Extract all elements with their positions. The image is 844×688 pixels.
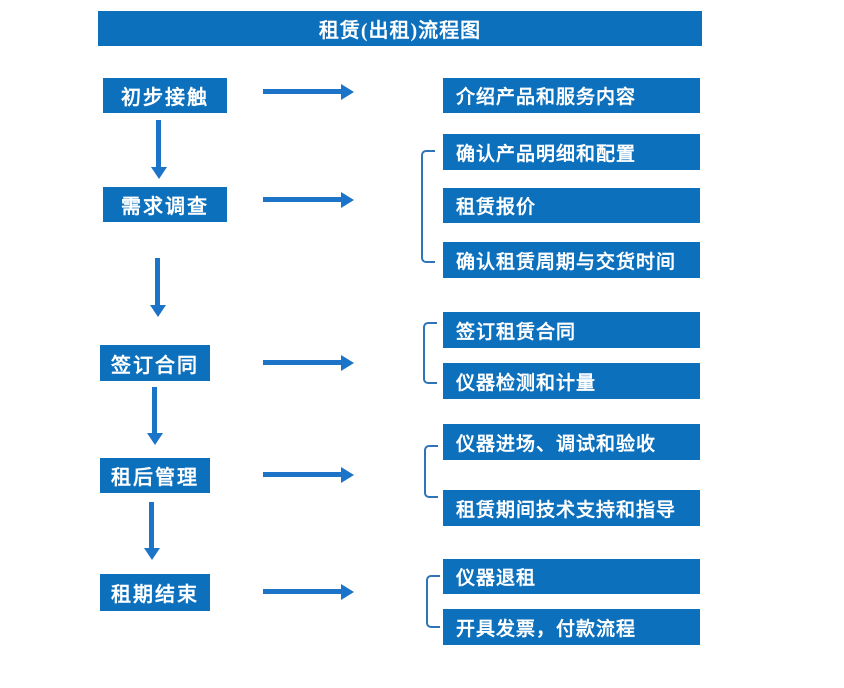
stage-label: 初步接触: [121, 87, 209, 109]
right-arrow-icon: [263, 589, 341, 594]
output-label: 签订租赁合同: [456, 321, 577, 343]
output-label: 仪器退租: [456, 568, 537, 589]
output-box-technical-support-guidance: 租赁期间技术支持和指导: [443, 490, 700, 526]
stage-box-demand-survey: 需求调查: [103, 187, 227, 222]
output-box-instrument-testing-metering: 仪器检测和计量: [443, 363, 700, 399]
right-arrow-icon: [263, 89, 341, 94]
output-label: 介绍产品和服务内容: [456, 87, 637, 108]
output-label: 开具发票，付款流程: [456, 618, 637, 640]
stage-label: 签订合同: [111, 354, 199, 377]
title-bar: 租赁(出租)流程图: [98, 11, 702, 46]
group-bracket: [421, 150, 435, 263]
stage-label: 需求调查: [121, 196, 209, 218]
down-arrow-icon: [156, 120, 161, 167]
output-label: 确认产品明细和配置: [456, 143, 637, 165]
down-arrow-icon: [152, 387, 157, 433]
output-box-instrument-setup-acceptance: 仪器进场、调试和验收: [443, 424, 700, 460]
group-bracket: [426, 575, 440, 628]
group-bracket: [423, 322, 437, 384]
output-box-rental-quotation: 租赁报价: [443, 188, 700, 223]
stage-label: 租期结束: [111, 584, 199, 606]
output-label: 租赁期间技术支持和指导: [456, 499, 677, 521]
stage-box-lease-end: 租期结束: [100, 574, 210, 611]
group-bracket: [424, 445, 438, 498]
stage-box-initial-contact: 初步接触: [103, 78, 227, 113]
down-arrow-icon: [149, 502, 154, 548]
output-box-sign-rental-contract: 签订租赁合同: [443, 312, 700, 348]
output-label: 仪器进场、调试和验收: [456, 433, 657, 455]
stage-box-contract-signing: 签订合同: [100, 345, 210, 381]
output-box-confirm-product-details: 确认产品明细和配置: [443, 134, 700, 170]
output-box-introduce-products-services: 介绍产品和服务内容: [443, 78, 700, 113]
right-arrow-icon: [263, 472, 341, 477]
right-arrow-icon: [263, 197, 341, 202]
output-box-invoice-payment-process: 开具发票，付款流程: [443, 609, 700, 645]
output-box-confirm-rental-period-delivery: 确认租赁周期与交货时间: [443, 242, 700, 278]
output-box-instrument-return: 仪器退租: [443, 559, 700, 594]
down-arrow-icon: [155, 258, 160, 305]
output-label: 租赁报价: [456, 197, 537, 218]
output-label: 确认租赁周期与交货时间: [456, 251, 677, 273]
output-label: 仪器检测和计量: [456, 372, 597, 394]
stage-box-post-rental-management: 租后管理: [100, 458, 210, 493]
page-title: 租赁(出租)流程图: [318, 20, 482, 42]
right-arrow-icon: [263, 360, 341, 365]
stage-label: 租后管理: [111, 467, 199, 489]
